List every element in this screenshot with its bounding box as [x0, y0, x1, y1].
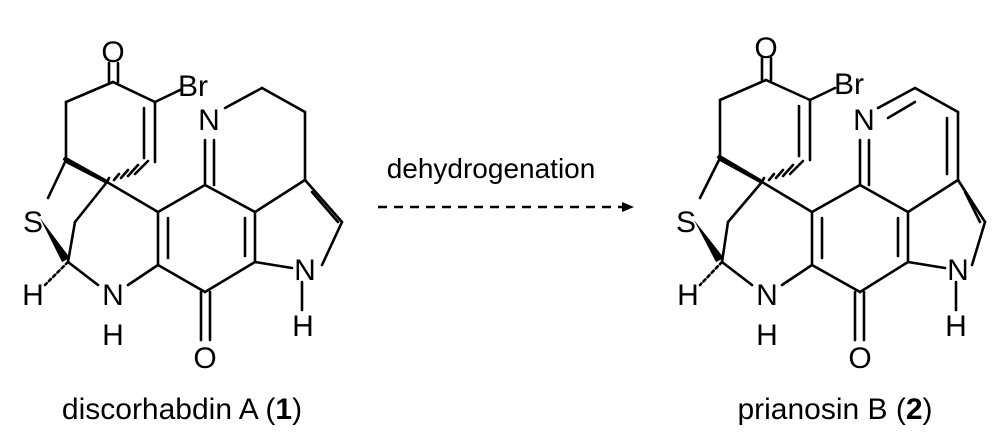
atom-label-N-imine: N — [853, 104, 875, 137]
hashed-wedge — [105, 159, 150, 184]
arrow-label: dehydrogenation — [387, 153, 596, 184]
compound-name: discorhabdin A — [62, 393, 259, 426]
atom-label-N-amine: N — [756, 279, 778, 312]
caption-right: prianosin B (2) — [737, 393, 932, 426]
compound-number: 1 — [275, 393, 292, 426]
atom-label-H-stereo: H — [677, 279, 699, 312]
atom-label-N-imine: N — [198, 104, 220, 137]
compound-name: prianosin B — [737, 393, 887, 426]
molecule-right: O Br N S H N H O N H prianosin B (2) — [676, 32, 987, 426]
atom-label-H-stereo: H — [22, 279, 44, 312]
atom-label-H-amine: H — [756, 319, 778, 352]
atom-label-Br: Br — [178, 70, 208, 103]
molecule-left: O Br N S H N H O N H discorhabdin A (1) — [22, 36, 344, 426]
atom-label-O-top: O — [101, 36, 124, 69]
hashed-wedge-right — [760, 159, 805, 184]
atom-label-S: S — [23, 206, 43, 239]
caption-left: discorhabdin A (1) — [62, 393, 302, 426]
reaction-arrow: dehydrogenation — [378, 153, 634, 212]
atom-label-O-top: O — [754, 32, 777, 65]
atom-label-O-bottom: O — [193, 342, 216, 375]
atom-label-H-pyrrole: H — [945, 310, 967, 343]
atom-label-S: S — [676, 206, 696, 239]
atom-label-N-pyrrole: N — [947, 254, 969, 287]
atom-label-N-amine: N — [102, 279, 124, 312]
atom-label-H-pyrrole: H — [292, 310, 314, 343]
atom-label-H-amine: H — [102, 319, 124, 352]
atom-label-O-bottom: O — [848, 342, 871, 375]
atom-label-Br: Br — [834, 68, 864, 101]
atom-label-N-pyrrole: N — [294, 254, 316, 287]
compound-number: 2 — [906, 393, 923, 426]
